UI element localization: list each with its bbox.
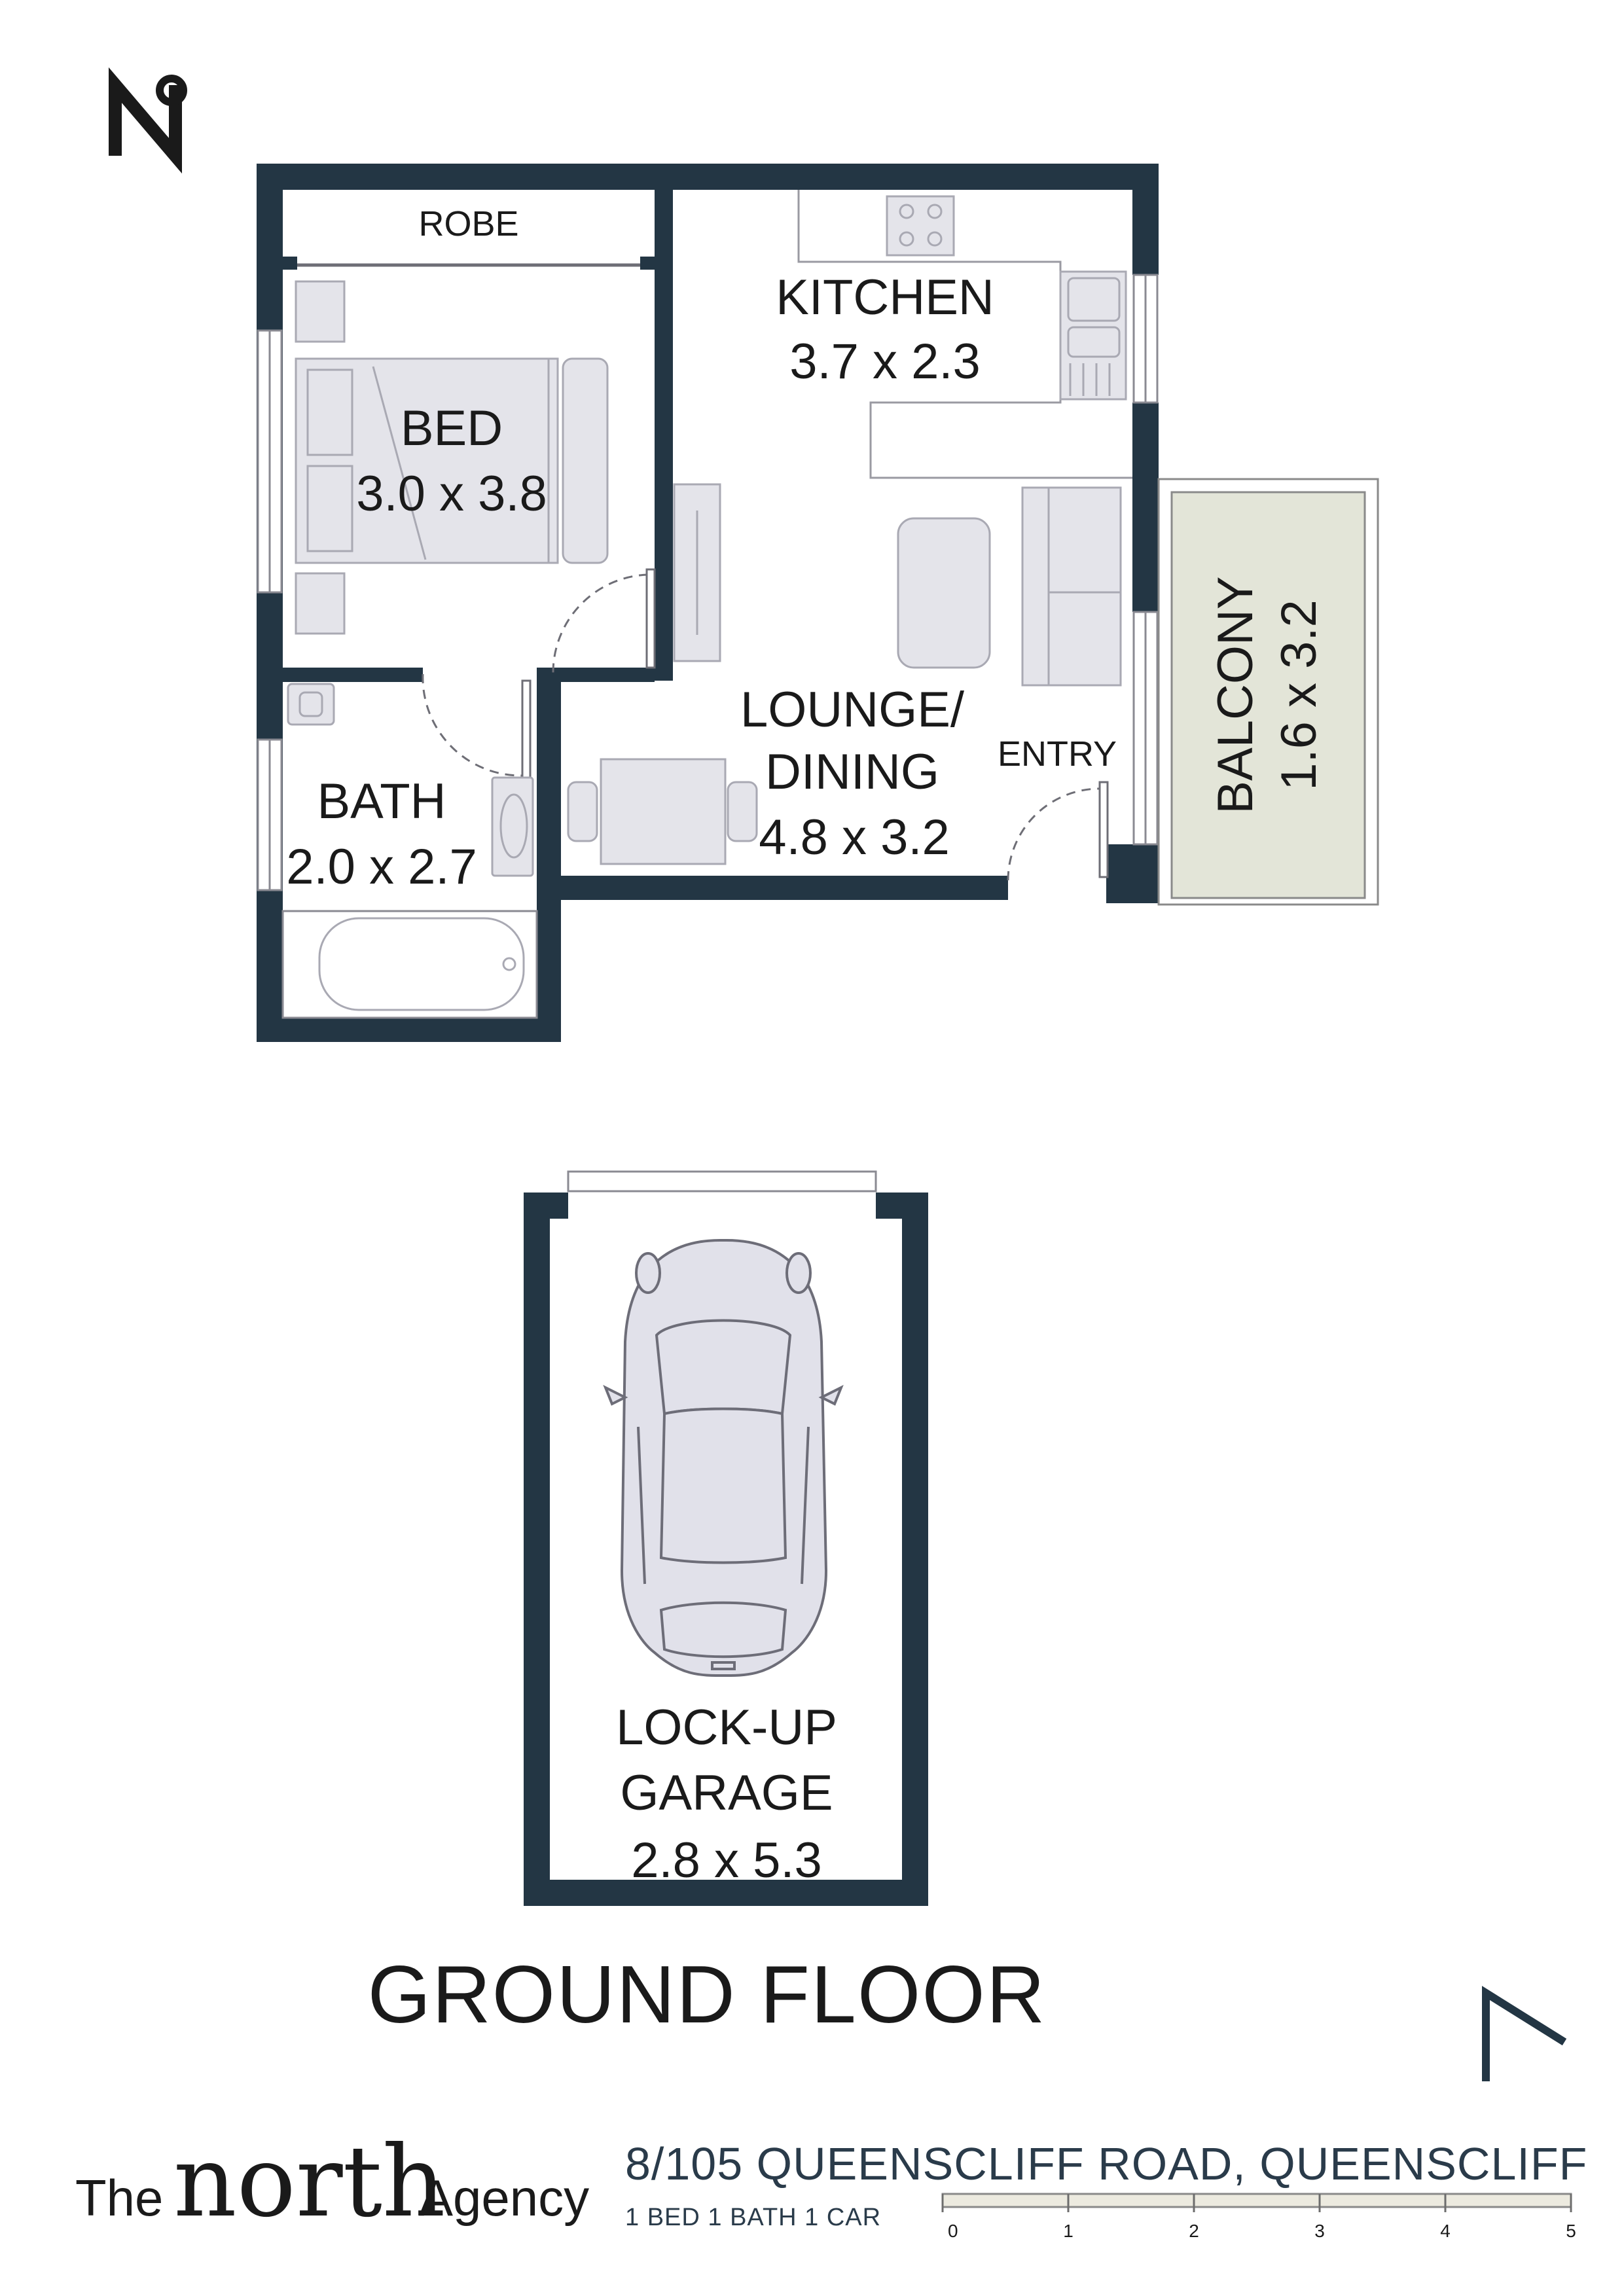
address: 8/105 QUEENSCLIFF ROAD, QUEENSCLIFF — [625, 2138, 1587, 2189]
brand-the: The — [75, 2169, 163, 2227]
bed-dims: 3.0 x 3.8 — [356, 466, 547, 522]
scale-tick-label: 1 — [1063, 2221, 1074, 2241]
bathtub-icon — [318, 917, 525, 1011]
unit-walls — [257, 164, 1159, 1042]
garage — [524, 1193, 928, 1906]
lounge-furniture — [567, 483, 1122, 865]
property-summary: 1 BED 1 BATH 1 CAR — [625, 2204, 881, 2231]
scale-tick-label: 2 — [1189, 2221, 1199, 2241]
garage-label-line1: LOCK-UP — [616, 1700, 837, 1755]
bath-dims: 2.0 x 2.7 — [286, 839, 477, 895]
lounge-dims: 4.8 x 3.2 — [759, 810, 950, 865]
robe-label: ROBE — [418, 204, 518, 243]
scale-bar: 0 1 2 3 4 5 — [941, 2193, 1576, 2241]
bed-label: BED — [401, 401, 503, 456]
scale-tick-label: 5 — [1566, 2221, 1576, 2241]
garage-dims: 2.8 x 5.3 — [631, 1833, 822, 1888]
balcony-dims: 1.6 x 3.2 — [1271, 600, 1327, 791]
kitchen-label: KITCHEN — [776, 270, 994, 325]
kitchen-counters — [797, 190, 1132, 479]
brand-agency: Agency — [419, 2169, 589, 2227]
room-labels: KITCHEN 3.7 x 2.3 BED 3.0 x 3.8 LOUNGE/ … — [286, 270, 1327, 895]
bath-label: BATH — [317, 774, 446, 829]
lounge-label-line1: LOUNGE/ — [740, 682, 965, 738]
doors — [422, 568, 1109, 881]
toilet-icon — [287, 683, 335, 726]
sink-icon — [1067, 277, 1121, 396]
bed-furniture — [295, 280, 609, 635]
scale-tick-label: 3 — [1314, 2221, 1325, 2241]
plan-title: GROUND FLOOR — [368, 1950, 1047, 2040]
scale-tick-label: 0 — [948, 2221, 958, 2241]
garage-label-line2: GARAGE — [620, 1765, 833, 1821]
logo-mark-icon — [109, 67, 187, 174]
bath-fixtures — [281, 683, 538, 1019]
brand-north: north — [173, 2125, 446, 2239]
cooktop-icon — [886, 195, 955, 257]
balcony — [1157, 478, 1379, 906]
kitchen-dims: 3.7 x 2.3 — [789, 334, 981, 389]
lounge-label-line2: DINING — [765, 744, 939, 800]
garage-labels: LOCK-UP GARAGE 2.8 x 5.3 — [616, 1700, 837, 1888]
car-icon — [603, 1239, 844, 1677]
windows — [257, 274, 1159, 1193]
north-arrow-icon — [1482, 1986, 1567, 2081]
entry-label: ENTRY — [998, 734, 1117, 774]
robe: ROBE — [283, 204, 655, 270]
basin-icon — [491, 776, 534, 877]
balcony-label: BALCONY — [1208, 576, 1263, 814]
brand-logo: The north Agency — [75, 2125, 589, 2239]
scale-tick-label: 4 — [1440, 2221, 1451, 2241]
